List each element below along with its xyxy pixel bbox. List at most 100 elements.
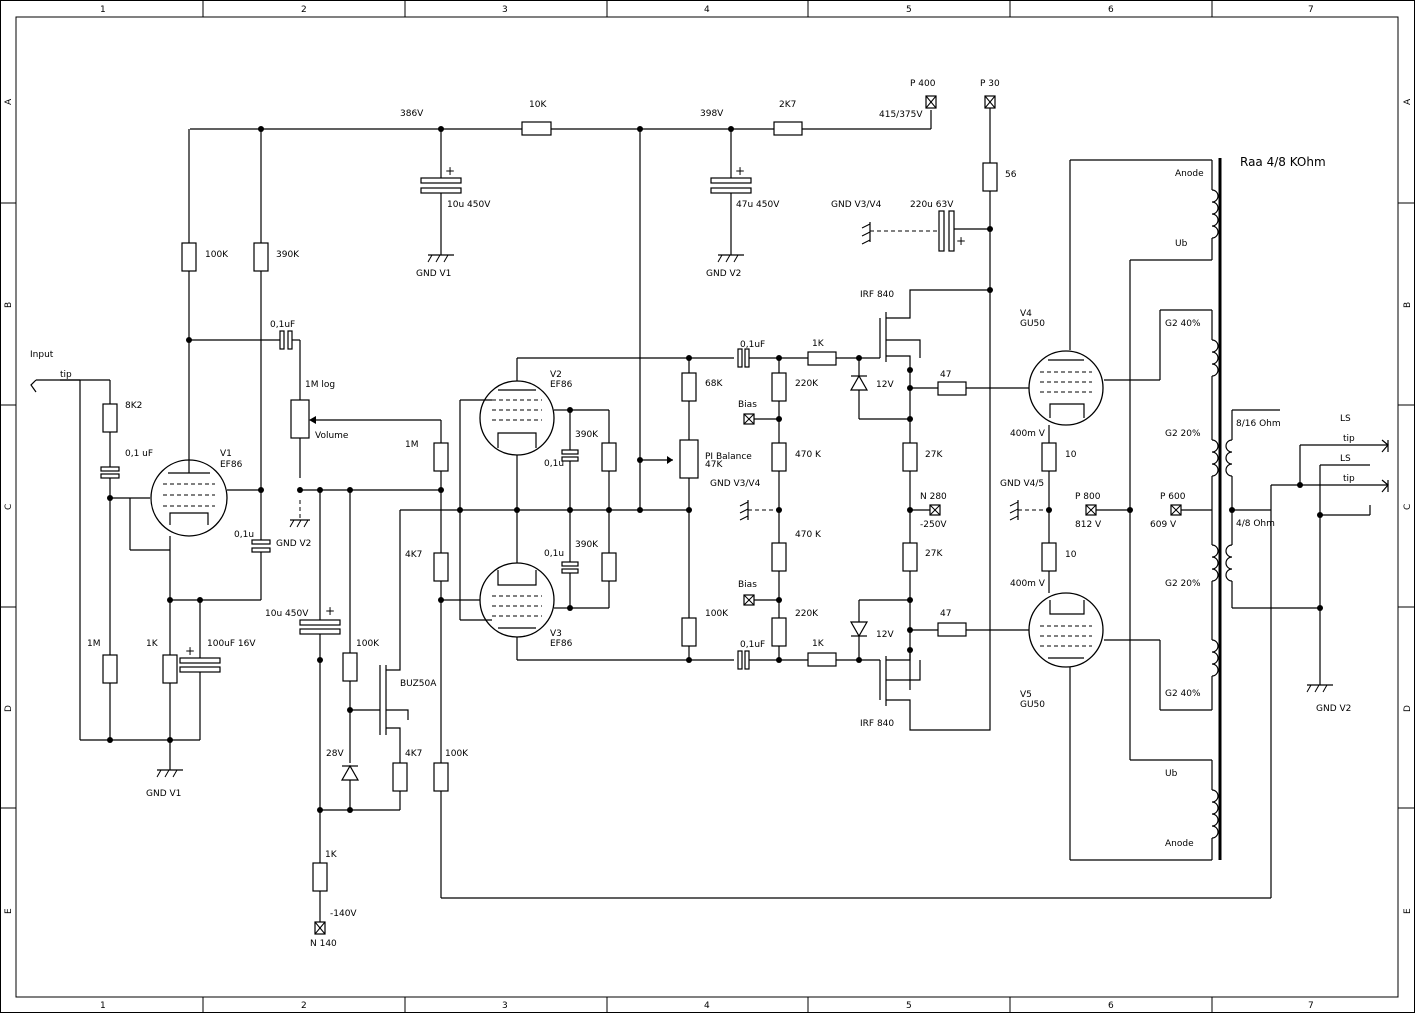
label-10k: 10K bbox=[529, 100, 547, 110]
label-1m-pi: 1M bbox=[405, 440, 419, 450]
label-irf840-b: IRF 840 bbox=[860, 719, 894, 729]
resistor-4k7-pi bbox=[433, 552, 449, 582]
row-label: E bbox=[4, 908, 14, 914]
resistor-8k2 bbox=[102, 403, 118, 433]
label-ub-top: Ub bbox=[1175, 239, 1188, 249]
pi-balance-pot bbox=[679, 439, 699, 479]
label-47-a: 47 bbox=[940, 370, 951, 380]
label-100k-ccs: 100K bbox=[356, 639, 380, 649]
col-label: 7 bbox=[1308, 5, 1314, 15]
row-label: B bbox=[1403, 302, 1413, 308]
resistor-100k-ccs bbox=[342, 652, 358, 682]
output-stage: V4 GU50 V5 GU50 400m V 10 GND V4/5 10 40… bbox=[1000, 155, 1389, 898]
label-tip-a: tip bbox=[1343, 434, 1355, 444]
label-390k-a: 390K bbox=[575, 430, 599, 440]
label-1k-b: 1K bbox=[812, 639, 825, 649]
row-label: E bbox=[1403, 908, 1413, 914]
label-anode-top: Anode bbox=[1175, 169, 1204, 179]
label-irf840-a: IRF 840 bbox=[860, 290, 894, 300]
label-c01uf: 0,1 uF bbox=[125, 449, 153, 459]
tube-v2 bbox=[479, 380, 555, 456]
tube-v3 bbox=[479, 562, 555, 638]
col-label: 3 bbox=[502, 1001, 508, 1011]
col-label: 1 bbox=[100, 5, 106, 15]
col-label: 4 bbox=[704, 1001, 710, 1011]
label-ls-a: LS bbox=[1340, 414, 1351, 424]
resistor-56 bbox=[982, 162, 998, 192]
row-label: D bbox=[1403, 705, 1413, 712]
tube-v1-type: EF86 bbox=[220, 460, 243, 470]
label-816-ohm: 8/16 Ohm bbox=[1236, 419, 1281, 429]
tube-v5-name: V5 bbox=[1020, 690, 1032, 700]
row-label: A bbox=[1403, 98, 1413, 105]
svg-text:+: + bbox=[956, 234, 966, 248]
label-220k-b: 220K bbox=[795, 609, 819, 619]
label-p400: P 400 bbox=[910, 79, 936, 89]
resistor-390k-b bbox=[601, 552, 617, 582]
label-1k-a: 1K bbox=[812, 339, 825, 349]
col-label: 7 bbox=[1308, 1001, 1314, 1011]
label-56: 56 bbox=[1005, 170, 1017, 180]
resistor-47-b bbox=[937, 622, 967, 637]
tube-v2-type: EF86 bbox=[550, 380, 573, 390]
bias-driver: 0,1uF 1K 0,1uF 1K 220K Bias 470 K G bbox=[710, 289, 1030, 731]
label-609v: 609 V bbox=[1150, 520, 1177, 530]
input-tip-label: tip bbox=[60, 370, 72, 380]
label-neg250v: -250V bbox=[920, 520, 947, 530]
tube-v5-type: GU50 bbox=[1020, 700, 1045, 710]
label-10-b: 10 bbox=[1065, 550, 1077, 560]
input-stage: Input tip 8K2 0,1 uF 1M GND V1 bbox=[30, 129, 441, 799]
resistor-220k-b bbox=[771, 617, 787, 647]
label-gnd-v2-out: GND V2 bbox=[1316, 704, 1351, 714]
label-c01u-g2: 0,1u bbox=[234, 530, 254, 540]
label-c01uf-coupling: 0,1uF bbox=[270, 320, 295, 330]
label-p600: P 600 bbox=[1160, 492, 1186, 502]
label-68k: 68K bbox=[705, 379, 723, 389]
label-12v-b: 12V bbox=[876, 630, 894, 640]
tube-v1-name: V1 bbox=[220, 449, 232, 459]
volume-pot bbox=[290, 399, 310, 439]
label-buz50a: BUZ50A bbox=[400, 679, 437, 689]
tube-v5 bbox=[1028, 592, 1104, 668]
label-g2-20-bot: G2 20% bbox=[1165, 579, 1201, 589]
label-c01u-b: 0,1u bbox=[544, 549, 564, 559]
resistor-47-a bbox=[937, 381, 967, 396]
tube-v4-type: GU50 bbox=[1020, 319, 1045, 329]
col-label: 6 bbox=[1108, 1001, 1114, 1011]
label-27k-b: 27K bbox=[925, 549, 943, 559]
label-n140: N 140 bbox=[310, 939, 337, 949]
label-470k-a: 470 K bbox=[795, 450, 822, 460]
label-p800: P 800 bbox=[1075, 492, 1101, 502]
label-28v: 28V bbox=[326, 749, 344, 759]
label-bias-a: Bias bbox=[738, 400, 757, 410]
label-gnd-v1: GND V1 bbox=[416, 269, 451, 279]
tube-v3-type: EF86 bbox=[550, 639, 573, 649]
label-8k2: 8K2 bbox=[125, 401, 142, 411]
col-label: 5 bbox=[906, 5, 912, 15]
label-volume: Volume bbox=[315, 431, 349, 441]
tube-v2-name: V2 bbox=[550, 370, 562, 380]
resistor-100k-feedback bbox=[433, 762, 449, 792]
label-anode-bot: Anode bbox=[1165, 839, 1194, 849]
resistor-1k-cathode bbox=[162, 654, 178, 684]
resistor-220k-a bbox=[771, 372, 787, 402]
label-c10u: 10u 450V bbox=[447, 200, 491, 210]
resistor-100k-v1 bbox=[181, 242, 197, 272]
row-label: A bbox=[4, 98, 14, 105]
col-label: 3 bbox=[502, 5, 508, 15]
label-n280: N 280 bbox=[920, 492, 947, 502]
label-c10u-ccs: 10u 450V bbox=[265, 609, 309, 619]
label-gnd-v3v4: GND V3/V4 bbox=[831, 200, 882, 210]
label-12v-a: 12V bbox=[876, 380, 894, 390]
resistor-4k7-ccs bbox=[392, 762, 408, 792]
resistor-1m-pi bbox=[433, 442, 449, 472]
resistor-27k-b bbox=[902, 542, 918, 572]
label-47-b: 47 bbox=[940, 609, 951, 619]
resistor-1k-b bbox=[807, 652, 837, 667]
col-label: 2 bbox=[301, 1001, 307, 1011]
label-1m-log: 1M log bbox=[305, 380, 335, 390]
resistor-470k-b bbox=[771, 542, 787, 572]
label-bias-b: Bias bbox=[738, 580, 757, 590]
resistor-1k-a bbox=[807, 351, 837, 366]
